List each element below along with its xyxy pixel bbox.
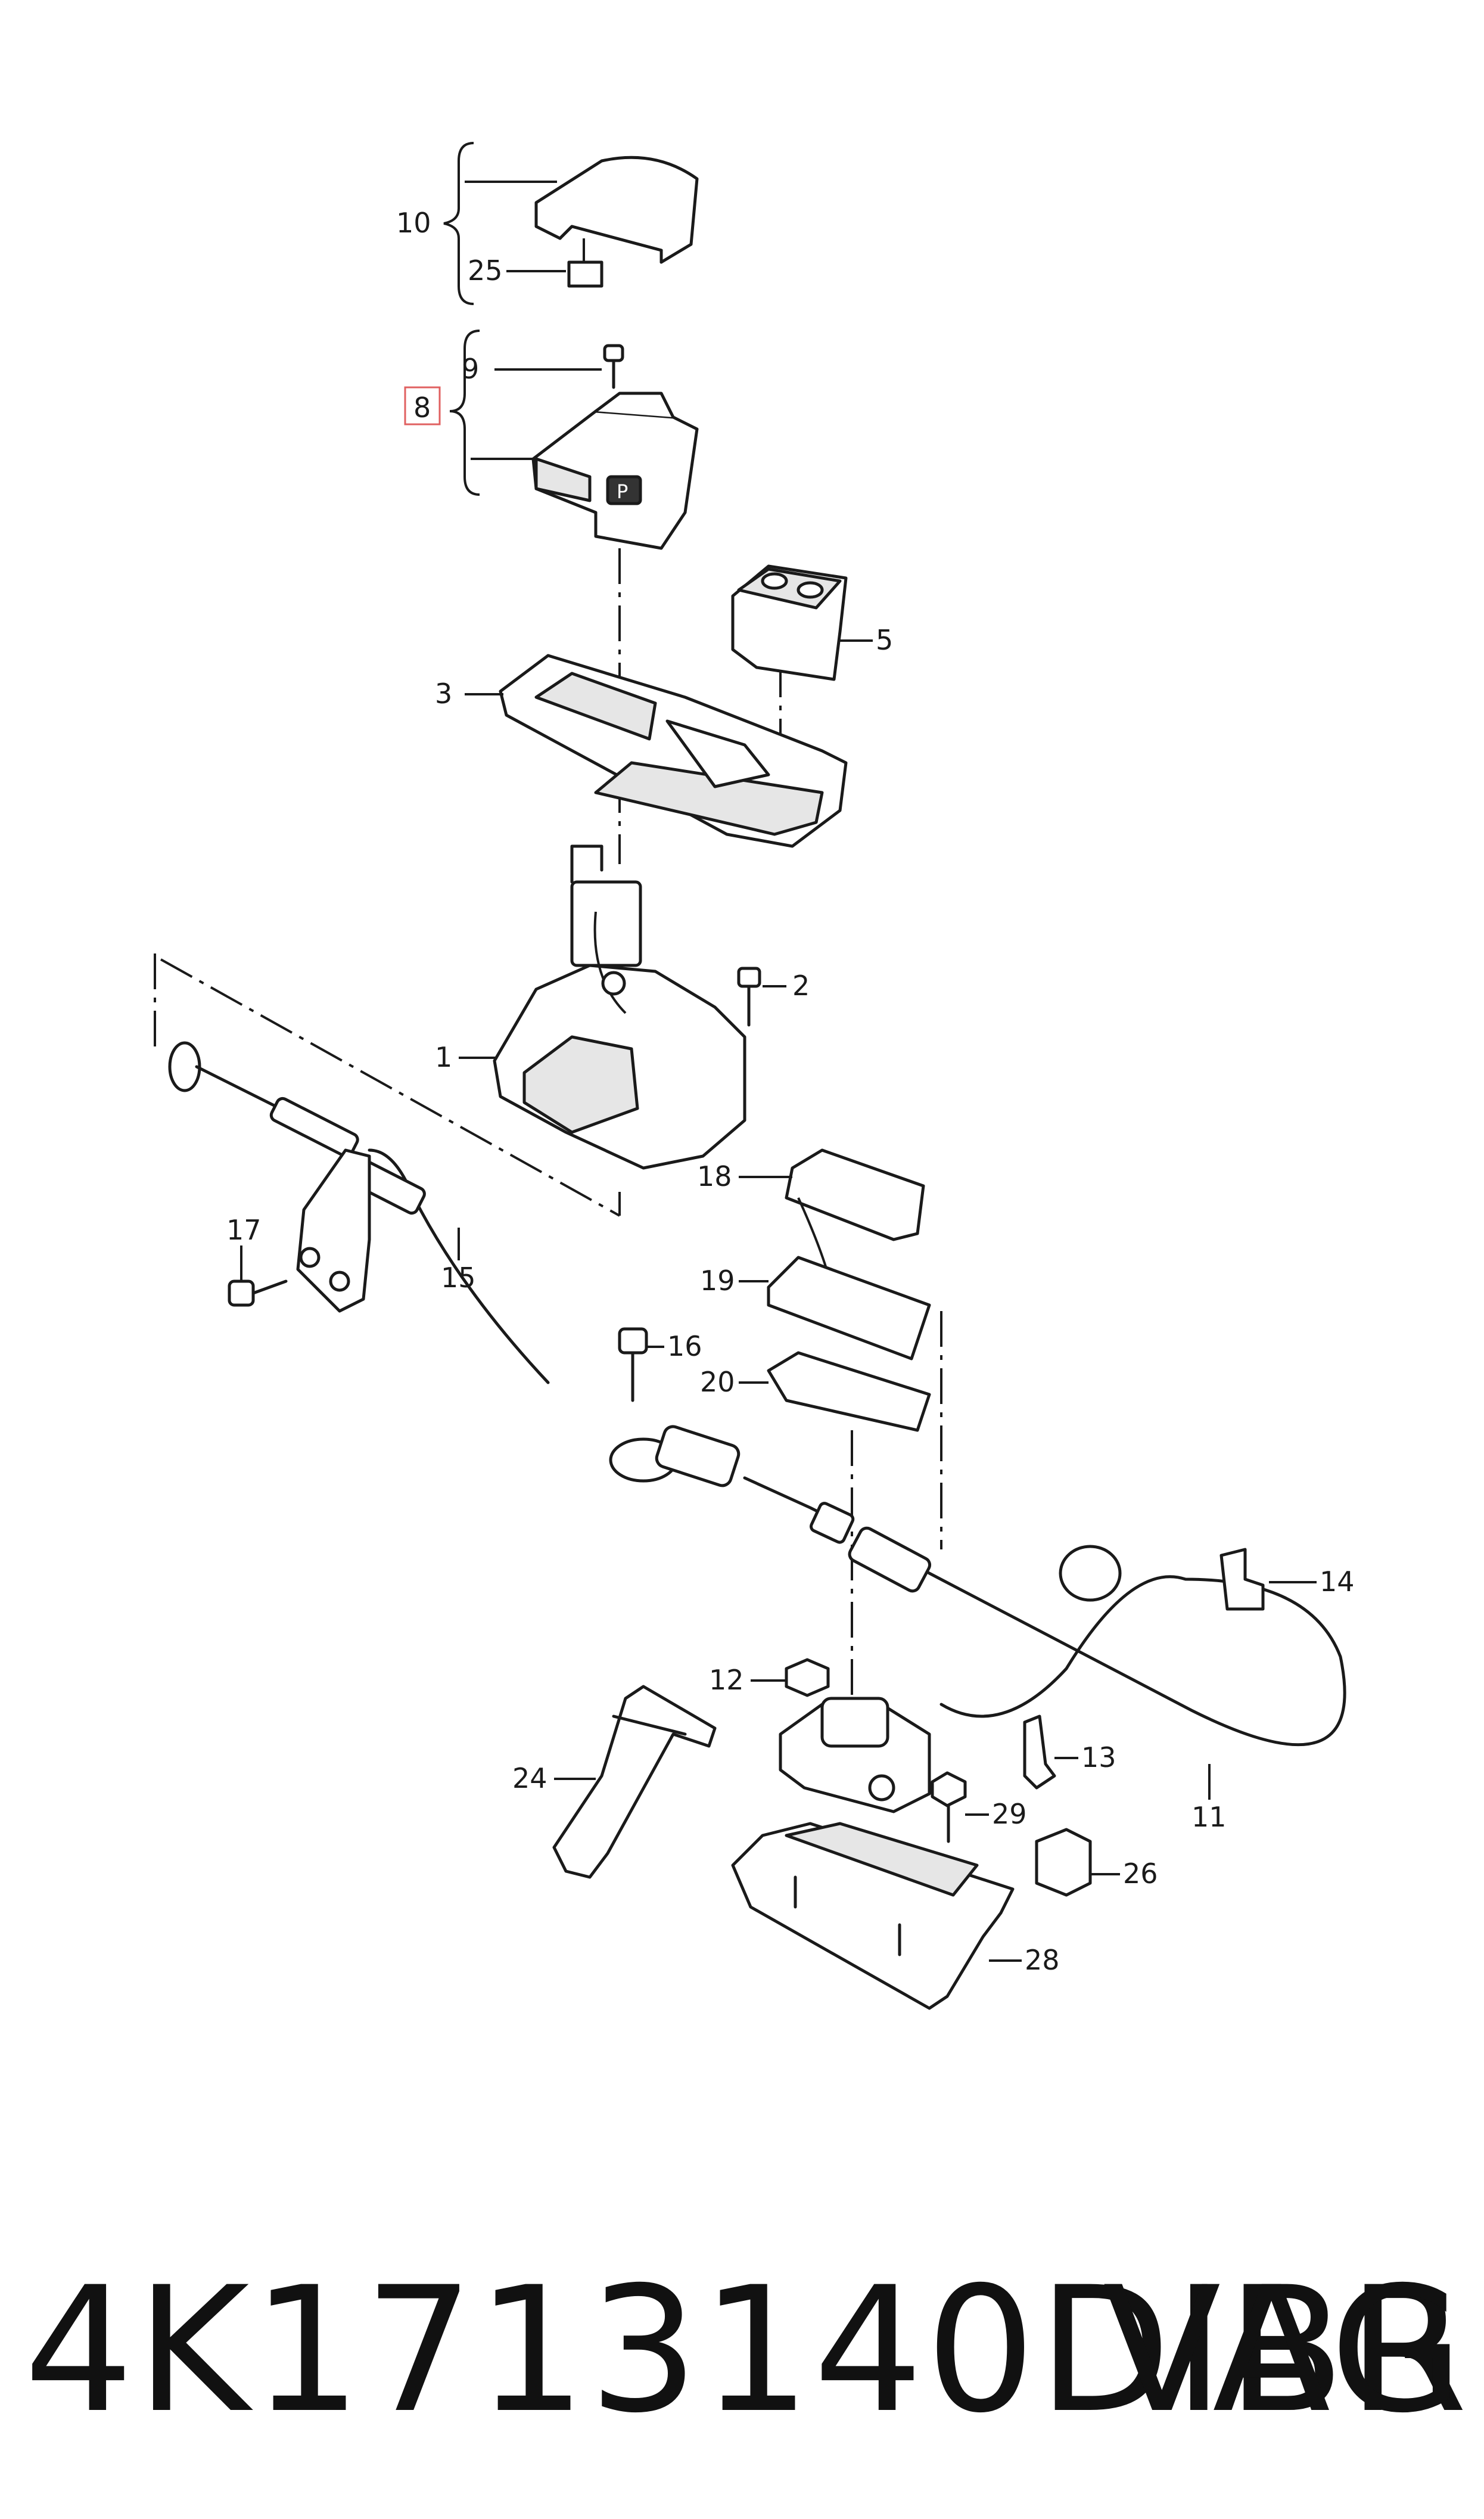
callout-26: 26 xyxy=(1123,1858,1158,1890)
callout-15: 15 xyxy=(441,1262,476,1294)
part-13-clip xyxy=(1023,1714,1056,1790)
callout-1: 1 xyxy=(435,1041,452,1073)
part-28-plate xyxy=(731,1822,1015,2010)
callout-11: 11 xyxy=(1191,1801,1227,1833)
callout-3: 3 xyxy=(435,678,452,710)
callout-29: 29 xyxy=(992,1798,1027,1830)
shift-base xyxy=(779,1697,931,1813)
part-12-nut xyxy=(785,1658,830,1697)
part-8-selector-module: P xyxy=(531,392,699,550)
callout-25: 25 xyxy=(468,254,503,287)
part-19-seal xyxy=(767,1256,931,1361)
part-9-screw xyxy=(603,344,624,389)
callout-2: 2 xyxy=(792,970,810,1002)
callout-18: 18 xyxy=(697,1160,732,1192)
part-17-bolt xyxy=(228,1279,288,1307)
part-26-clamp xyxy=(1035,1828,1092,1897)
callout-8-highlight xyxy=(404,386,441,425)
part-24-bracket xyxy=(552,1685,717,1879)
callout-17: 17 xyxy=(226,1214,262,1246)
svg-text:P: P xyxy=(617,480,628,503)
brand-label: VAG xyxy=(1103,2250,1466,2451)
part-2-bolt xyxy=(737,967,761,1027)
callout-12: 12 xyxy=(709,1664,744,1696)
part-11-cable xyxy=(848,1526,1346,1747)
callout-16: 16 xyxy=(667,1330,702,1362)
part-3-trim-panel xyxy=(499,654,848,848)
callout-24: 24 xyxy=(512,1762,547,1794)
part-20-gasket xyxy=(767,1351,931,1432)
part-5-switch xyxy=(731,564,848,681)
callout-14: 14 xyxy=(1320,1566,1355,1598)
part-1-shifter-housing xyxy=(493,844,746,1170)
footer: 4K1713140DIBR VAG xyxy=(0,2253,1484,2449)
part-15-cable xyxy=(168,1041,550,1384)
brace-8 xyxy=(449,330,480,496)
part-10-cover xyxy=(534,156,699,264)
callout-19: 19 xyxy=(700,1265,735,1297)
callout-10: 10 xyxy=(396,207,431,239)
callout-labels: 10 25 9 8 5 3 2 1 18 17 15 19 16 20 14 1… xyxy=(226,207,1355,1976)
part-25-clip xyxy=(567,238,603,288)
part-14-clip xyxy=(1219,1548,1265,1611)
part-17-bracket xyxy=(296,1148,371,1313)
part-29-bolt xyxy=(931,1771,967,1843)
cable-connector xyxy=(609,1425,855,1544)
callout-8: 8 xyxy=(413,392,431,424)
exploded-parts-diagram: P xyxy=(154,142,1355,2010)
part-number: 4K1713140DIBR xyxy=(24,2250,1470,2451)
brace-10 xyxy=(443,142,474,305)
callout-20: 20 xyxy=(700,1366,735,1398)
callout-13: 13 xyxy=(1081,1741,1116,1773)
part-16-bolt xyxy=(618,1327,648,1402)
callout-9: 9 xyxy=(462,353,479,385)
callout-28: 28 xyxy=(1025,1944,1060,1976)
callout-5: 5 xyxy=(876,624,893,656)
